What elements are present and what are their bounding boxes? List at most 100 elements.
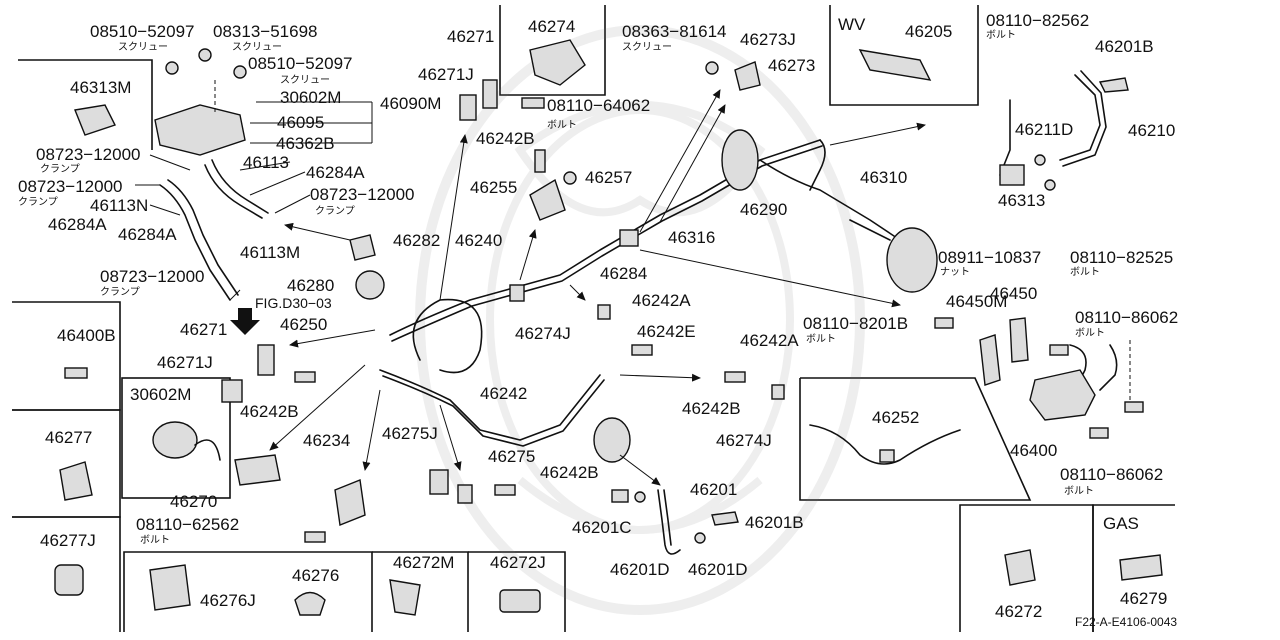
- label-46284: 46284: [600, 264, 647, 283]
- label-46250: 46250: [280, 315, 327, 334]
- label-figure-code: F22-A-E4106-0043: [1075, 615, 1177, 629]
- label-jp-screw-a: スクリュー: [118, 41, 168, 53]
- frame-46272j: [468, 551, 566, 632]
- label-46201d-b: 46201D: [688, 560, 748, 579]
- label-08110-86062-a: 08110−86062: [1075, 308, 1178, 327]
- label-46276: 46276: [292, 566, 339, 585]
- frame-gas: [1092, 504, 1175, 632]
- label-46242: 46242: [480, 384, 527, 403]
- label-fig-ref: FIG.D30−03: [255, 295, 332, 311]
- label-46113: 46113: [243, 153, 289, 172]
- label-46210: 46210: [1128, 121, 1175, 140]
- label-08723-12000-b: 08723−12000: [18, 177, 122, 196]
- label-46211d: 46211D: [1015, 120, 1073, 139]
- label-jp-bolt-b: ボルト: [986, 29, 1016, 41]
- label-46450m: 46450M: [946, 292, 1007, 311]
- label-46272m: 46272M: [393, 553, 454, 572]
- label-46273j: 46273J: [740, 30, 796, 49]
- label-46201b-a: 46201B: [1095, 37, 1154, 56]
- label-46274j-b: 46274J: [716, 431, 772, 450]
- label-jp-bolt-c: ボルト: [1070, 266, 1100, 278]
- fig-arrow-icon: [230, 308, 260, 335]
- label-46310: 46310: [860, 168, 907, 187]
- frame-46313m: [18, 59, 153, 150]
- label-46113n: 46113N: [90, 196, 148, 215]
- label-46272: 46272: [995, 602, 1042, 621]
- label-jp-bolt-f: ボルト: [1064, 485, 1094, 497]
- label-46257: 46257: [585, 168, 632, 187]
- actuator-shape: [1029, 369, 1096, 421]
- frame-46277: [12, 409, 121, 518]
- label-46234: 46234: [303, 431, 350, 450]
- diagram-frames: [12, 5, 1175, 632]
- label-08110-86062-b: 08110−86062: [1060, 465, 1163, 484]
- label-jp-screw-d: スクリュー: [622, 41, 672, 53]
- label-46274j-a: 46274J: [515, 324, 571, 343]
- label-46275: 46275: [488, 447, 535, 466]
- label-46282: 46282: [393, 231, 440, 250]
- reservoir-shape: [154, 104, 246, 156]
- label-46362b: 46362B: [276, 134, 335, 153]
- label-08110-82525: 08110−82525: [1070, 248, 1173, 267]
- label-46252: 46252: [872, 408, 919, 427]
- label-46113m: 46113M: [240, 243, 300, 262]
- label-46273: 46273: [768, 56, 815, 75]
- label-46271-b: 46271: [180, 320, 227, 339]
- label-46280: 46280: [287, 276, 334, 295]
- label-08723-12000-c: 08723−12000: [310, 185, 414, 204]
- label-46242a-a: 46242A: [632, 291, 691, 310]
- label-46316: 46316: [668, 228, 715, 247]
- label-46313m: 46313M: [70, 78, 131, 97]
- label-08313-51698: 08313−51698: [213, 22, 317, 41]
- label-08110-82562-a: 08110−82562: [986, 11, 1089, 30]
- label-46272j: 46272J: [490, 553, 546, 572]
- label-08723-12000-a: 08723−12000: [36, 145, 140, 164]
- label-46450: 46450: [990, 284, 1037, 303]
- label-46201d-a: 46201D: [610, 560, 670, 579]
- label-46271j-b: 46271J: [157, 353, 213, 372]
- label-46242b-a: 46242B: [476, 129, 535, 148]
- label-46284a-a: 46284A: [306, 163, 365, 182]
- label-46276j: 46276J: [200, 591, 256, 610]
- frame-30602m: [121, 377, 231, 499]
- label-46313: 46313: [998, 191, 1045, 210]
- frame-46276: [123, 551, 373, 632]
- label-46284a-b: 46284A: [48, 215, 107, 234]
- label-jp-bolt-d: ボルト: [806, 333, 836, 345]
- label-46277j: 46277J: [40, 531, 96, 550]
- label-jp-bolt-a: ボルト: [547, 119, 577, 131]
- label-46201c: 46201C: [572, 518, 632, 537]
- frame-46277j: [12, 516, 121, 632]
- frame-46252: [799, 377, 1032, 501]
- label-46274: 46274: [528, 17, 575, 36]
- label-46271j-a: 46271J: [418, 65, 474, 84]
- label-46240: 46240: [455, 231, 502, 250]
- label-46242e: 46242E: [637, 322, 696, 341]
- label-jp-bolt-e: ボルト: [1075, 327, 1105, 339]
- label-46090m: 46090M: [380, 94, 441, 113]
- label-jp-clamp-c: クランプ: [315, 205, 355, 217]
- frame-46274: [499, 5, 606, 96]
- label-wv: WV: [838, 15, 866, 34]
- label-08723-12000-d: 08723−12000: [100, 267, 204, 286]
- label-jp-screw-b: スクリュー: [232, 41, 282, 53]
- label-46400b: 46400B: [57, 326, 116, 345]
- label-08911-10837: 08911−10837: [938, 248, 1041, 267]
- label-46242b-b: 46242B: [240, 402, 299, 421]
- label-08110-8201b: 08110−8201B: [803, 314, 908, 333]
- label-jp-clamp-a: クランプ: [40, 163, 80, 175]
- label-46290: 46290: [740, 200, 787, 219]
- label-08510-52097-a: 08510−52097: [90, 22, 194, 41]
- label-jp-clamp-b: クランプ: [18, 196, 58, 208]
- label-46279: 46279: [1120, 589, 1167, 608]
- frame-wv: [829, 5, 979, 106]
- label-46255: 46255: [470, 178, 517, 197]
- label-08510-52097-b: 08510−52097: [248, 54, 352, 73]
- brake-lines: [159, 70, 1118, 555]
- label-46277: 46277: [45, 428, 92, 447]
- label-46095: 46095: [277, 113, 324, 132]
- label-jp-screw-c: スクリュー: [280, 74, 330, 86]
- leader-lines: [135, 80, 1131, 486]
